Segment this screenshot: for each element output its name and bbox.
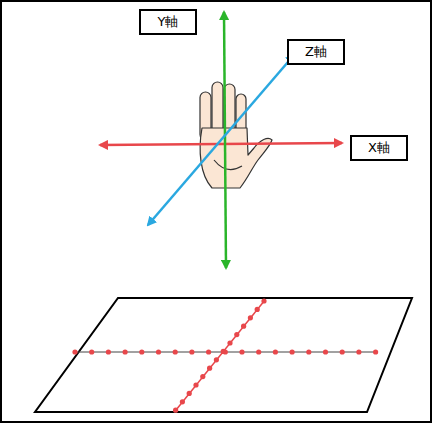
plane-dot	[180, 399, 185, 404]
plane	[35, 298, 412, 412]
plane-dot	[189, 349, 194, 354]
plane-dot	[173, 349, 178, 354]
plane-dot	[214, 357, 219, 362]
plane-dot	[193, 382, 198, 387]
plane-dot	[89, 349, 94, 354]
axis-label-box: X軸	[350, 135, 408, 161]
plane-dot	[72, 349, 77, 354]
plane-z-line	[176, 300, 265, 410]
plane-dot	[323, 349, 328, 354]
plane-dot	[290, 349, 295, 354]
z-axis	[148, 55, 294, 225]
plane-dot	[207, 366, 212, 371]
hand-figure	[200, 82, 272, 188]
plane-dots	[72, 298, 378, 412]
axis-label-box: Y軸	[139, 9, 197, 35]
plane-dot	[200, 374, 205, 379]
plane-dot	[356, 349, 361, 354]
axis-label: X軸	[362, 140, 396, 156]
plane-dot	[206, 349, 211, 354]
plane-dot	[373, 349, 378, 354]
plane-dot	[261, 298, 266, 303]
x-axis	[100, 143, 342, 145]
plane-dot	[248, 315, 253, 320]
plane-dot	[273, 349, 278, 354]
plane-dot	[221, 349, 226, 354]
plane-dot	[173, 408, 178, 413]
plane-dot	[187, 391, 192, 396]
plane-dot	[241, 324, 246, 329]
plane-dot	[306, 349, 311, 354]
plane-dot	[255, 307, 260, 312]
plane-dot	[227, 340, 232, 345]
plane-dot	[340, 349, 345, 354]
plane-dot	[256, 349, 261, 354]
plane-dot	[156, 349, 161, 354]
plane-dot	[239, 349, 244, 354]
axis-label: Z軸	[299, 44, 333, 60]
plane-dot	[139, 349, 144, 354]
axis-label-box: Z軸	[287, 39, 345, 65]
plane-dot	[234, 332, 239, 337]
axis-label: Y軸	[151, 14, 185, 30]
y-axis	[224, 12, 226, 268]
plane-dot	[106, 349, 111, 354]
plane-dot	[123, 349, 128, 354]
